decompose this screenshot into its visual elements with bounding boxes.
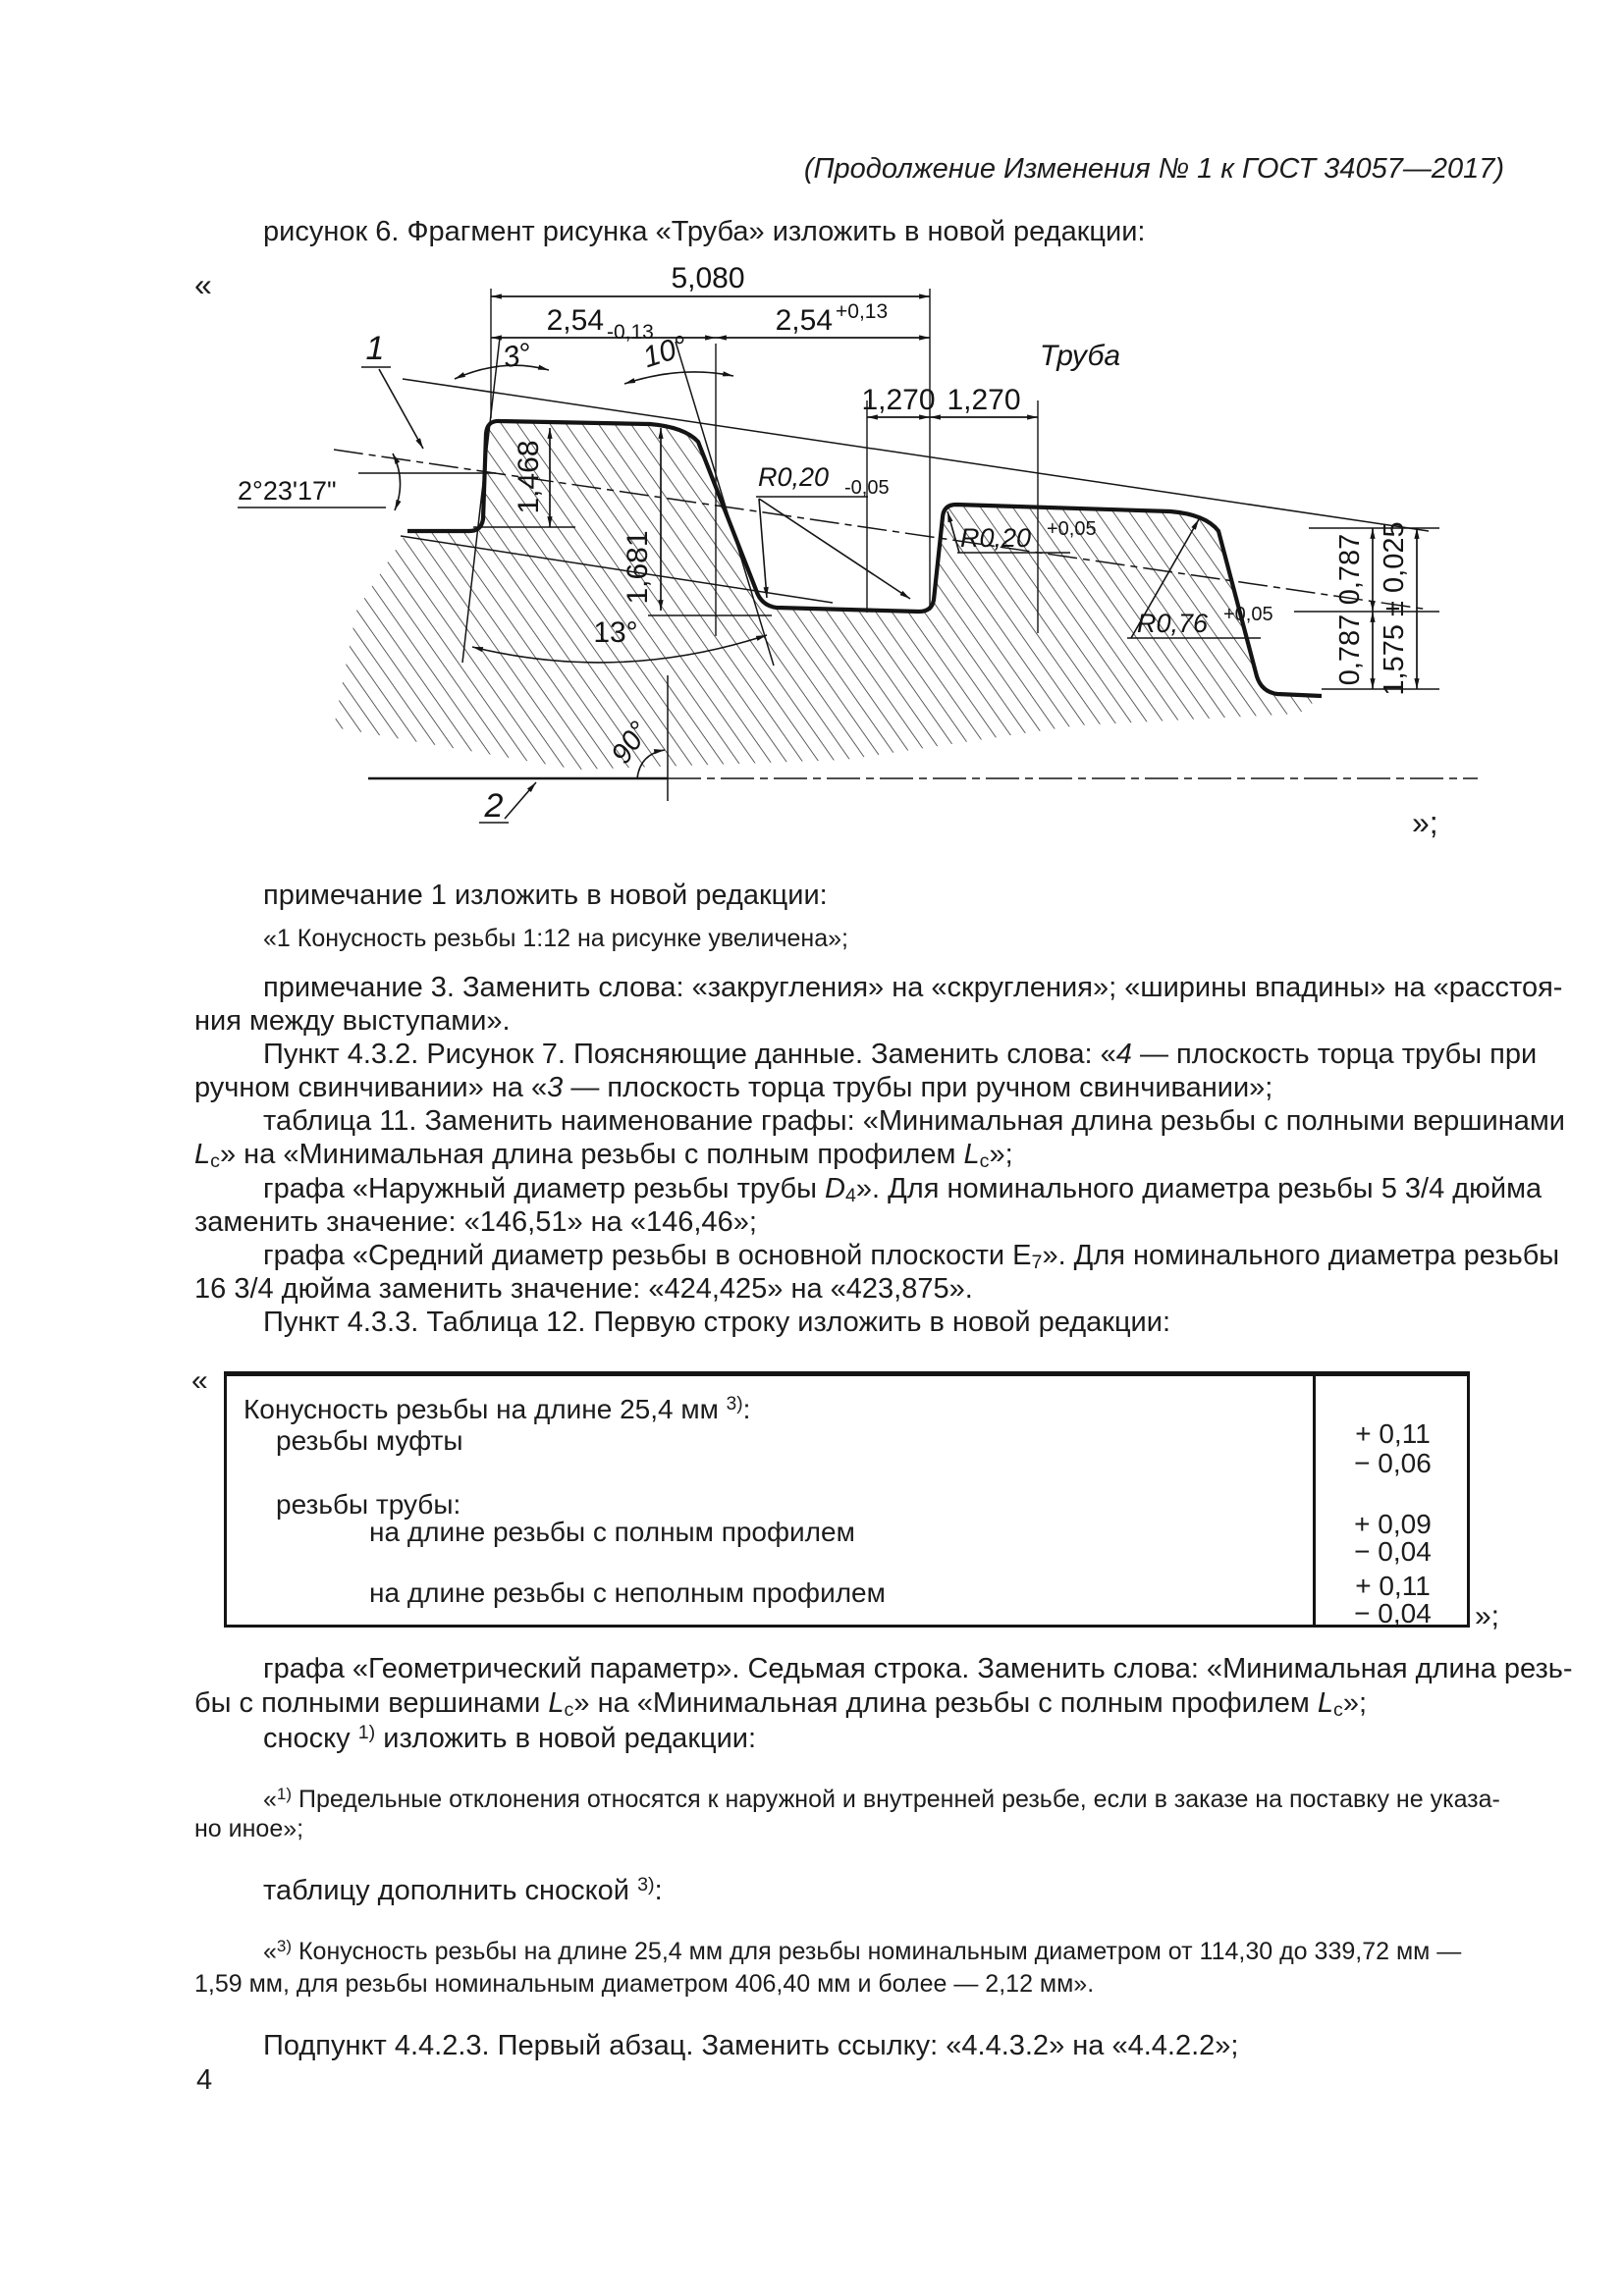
figure-open-quote: « (194, 267, 212, 302)
leader-r020m-right (758, 498, 911, 600)
text-line: графа «Наружный диаметр резьбы трубы D4»… (263, 1173, 1543, 1207)
header-note: (Продолжение Изменения № 1 к ГОСТ 34057—… (803, 153, 1504, 185)
thread-profile-figure: Труба 5,080 2,54 -0,13 2,54 +0,13 1,270 … (238, 262, 1478, 825)
table-row-value: − 0,04 (1354, 1536, 1432, 1567)
text-line: 16 3/4 дюйма заменить значение: «424,425… (194, 1273, 973, 1305)
text-line: примечание 3. Заменить слова: «закруглен… (263, 972, 1563, 1003)
dim-pitch-left-tol: -0,13 (607, 321, 654, 344)
dim-half-left-label: 1,270 (861, 384, 935, 416)
text-line: «3) Конусность резьбы на длине 25,4 мм д… (263, 1937, 1462, 1965)
angle3-label: 3° (500, 337, 534, 374)
page-number: 4 (196, 2064, 213, 2096)
arc-10deg (623, 371, 734, 385)
arc-90deg (636, 749, 666, 779)
arc-3deg (454, 364, 550, 380)
v1575-label: 1,575 ± 0,025 (1379, 521, 1410, 695)
text-line: таблицу дополнить сноской 3): (263, 1874, 663, 1907)
leader-callout1 (378, 368, 424, 450)
root-cone-line (400, 535, 834, 604)
text-line: «1 Конусность резьбы 1:12 на рисунке уве… (263, 925, 848, 952)
leader-r076 (1130, 518, 1200, 639)
angle13-label: 13° (593, 616, 637, 649)
table-row-label: на длине резьбы с неполным профилем (369, 1577, 886, 1608)
text-line: «1) Предельные отклонения относятся к на… (263, 1785, 1500, 1813)
r076-label: R0,76 (1137, 609, 1209, 638)
text-line: Lс» на «Минимальная длина резьбы с полны… (194, 1139, 1013, 1173)
height-1468-label: 1,468 (513, 440, 545, 513)
table-row-value: + 0,11 (1355, 1418, 1431, 1449)
taper-angle-label: 2°23'17" (238, 476, 337, 506)
v0787-top-label: 0,787 (1334, 534, 1366, 606)
figure-close-quote: »; (1412, 805, 1438, 840)
table-row-label: резьбы трубы: (276, 1489, 461, 1520)
r020-plus-tol: +0,05 (1047, 518, 1097, 540)
text-line: таблица 11. Заменить наименование графы:… (263, 1105, 1565, 1137)
v0787-bot-label: 0,787 (1334, 614, 1366, 686)
text-line: сноску 1) изложить в новой редакции: (263, 1722, 757, 1755)
table-close-quote: »; (1475, 1600, 1500, 1632)
crest-taper-line (402, 378, 1430, 532)
text-line: ручном свинчивании» на «3 — плоскость то… (194, 1072, 1273, 1103)
text-line: Подпункт 4.4.2.3. Первый абзац. Заменить… (263, 2030, 1239, 2061)
text-line: Пункт 4.3.3. Таблица 12. Первую строку и… (263, 1307, 1171, 1338)
table-row-label: Конусность резьбы на длине 25,4 мм 3): (244, 1394, 751, 1424)
text-line: рисунок 6. Фрагмент рисунка «Труба» изло… (263, 216, 1146, 247)
text-line: графа «Средний диаметр резьбы в основной… (263, 1240, 1560, 1274)
text-line: бы с полными вершинами Lс» на «Минимальн… (194, 1687, 1368, 1722)
table-column-separator (1313, 1376, 1316, 1625)
leader-r020p (947, 510, 960, 554)
dim-overall-label: 5,080 (671, 262, 744, 294)
material-hatch-region (334, 420, 1322, 770)
flank-10deg-line (675, 341, 775, 667)
pitch-cone-line (333, 449, 1430, 611)
tolerance-table: Конусность резьбы на длине 25,4 мм 3):ре… (224, 1371, 1470, 1629)
r020-minus-tol: -0,05 (844, 477, 890, 499)
height-1681-label: 1,681 (622, 530, 654, 604)
text-line: графа «Геометрический параметр». Седьмая… (263, 1653, 1573, 1684)
table-row-label: резьбы муфты (276, 1425, 463, 1456)
dim-half-right-label: 1,270 (947, 384, 1020, 416)
text-line: 1,59 мм, для резьбы номинальным диаметро… (194, 1970, 1095, 1998)
table-open-quote: « (191, 1364, 208, 1397)
table-row-value: + 0,11 (1355, 1571, 1431, 1601)
dim-pitch-right-tol: +0,13 (836, 300, 888, 323)
table-row-value: + 0,09 (1354, 1509, 1432, 1539)
callout1-label: 1 (366, 330, 385, 367)
text-line: заменить значение: «146,51» на «146,46»; (194, 1206, 757, 1238)
arc-13deg (471, 634, 768, 664)
r076-tol: +0,05 (1223, 604, 1273, 625)
text-line: примечание 1 изложить в новой редакции: (263, 880, 828, 911)
r020-minus-label: R0,20 (758, 462, 829, 492)
leader-callout2 (504, 781, 537, 820)
flank-3deg-line (461, 337, 501, 664)
leader-r020m-left (758, 498, 769, 599)
text-line: но иное»; (194, 1815, 304, 1842)
table-row-value: − 0,06 (1354, 1448, 1432, 1478)
table-row-label: на длине резьбы с полным профилем (369, 1517, 855, 1547)
table-row-value: − 0,04 (1354, 1598, 1432, 1629)
dim-pitch-left-label: 2,54 (547, 304, 604, 337)
text-line: ния между выступами». (194, 1005, 511, 1037)
callout2-label: 2 (484, 787, 504, 825)
pipe-label: Труба (1040, 340, 1120, 372)
dim-pitch-right-label: 2,54 (776, 304, 833, 337)
thread-profile-outline (407, 418, 1323, 699)
r020-plus-label: R0,20 (960, 523, 1031, 553)
text-line: Пункт 4.3.2. Рисунок 7. Поясняющие данны… (263, 1039, 1538, 1070)
arc-taper-angle (392, 453, 402, 511)
